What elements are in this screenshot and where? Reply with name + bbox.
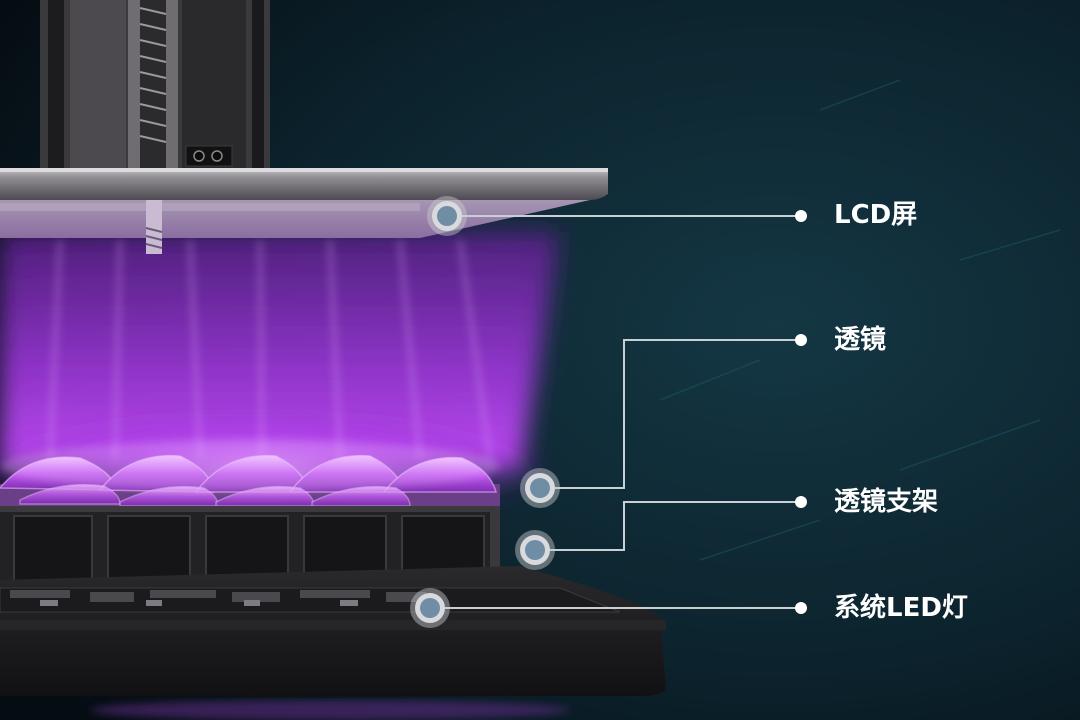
z-axis-column: [40, 0, 270, 170]
end-dot-lens-holder: [795, 496, 807, 508]
end-dot-lcd-screen: [795, 210, 807, 222]
leader-line-lens: [540, 339, 801, 489]
marker-lens: [520, 468, 560, 508]
end-dot-lens: [795, 334, 807, 346]
label-lcd-screen: LCD屏: [834, 200, 918, 230]
led-light-base: [0, 566, 666, 720]
callout-lines: [430, 215, 801, 609]
marker-lens-holder: [515, 530, 555, 570]
callout-markers: [410, 196, 560, 628]
label-lens-holder: 透镜支架: [834, 487, 939, 517]
marker-led-light: [410, 588, 450, 628]
marker-lcd-screen: [427, 196, 467, 236]
leader-line-lens-holder: [535, 501, 801, 551]
lens-array: [0, 440, 500, 507]
label-led-light: 系统LED灯: [834, 593, 968, 623]
label-lens: 透镜: [834, 325, 887, 355]
callout-end-dots: [795, 210, 807, 614]
end-dot-led-light: [795, 602, 807, 614]
background-streaks: [659, 79, 1061, 561]
